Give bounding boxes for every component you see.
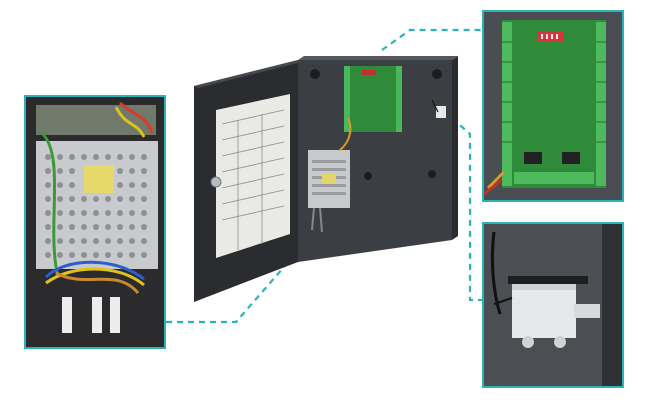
tamper-plunger: [574, 304, 600, 318]
cable-terminal: [62, 297, 72, 333]
mount-hole: [428, 170, 436, 178]
mount-hole: [364, 172, 372, 180]
connector-to-tamper: [451, 117, 484, 302]
cable-terminal: [92, 297, 102, 333]
connector-to-psu: [166, 243, 305, 324]
tamper-switch-body: [512, 284, 576, 338]
controller-board: [344, 66, 402, 132]
psu-perforated-cover: [36, 141, 158, 269]
cable-terminal: [110, 297, 120, 333]
tamper-switch: [436, 106, 446, 118]
door-lock-icon: [210, 176, 222, 188]
cabinet-body: [298, 60, 452, 262]
wiring-diagram-sheet: [216, 94, 290, 258]
inset-tamper-switch: [482, 222, 624, 388]
mount-hole: [310, 69, 320, 79]
inset-power-supply: [24, 95, 166, 349]
inset-controller-board: [482, 10, 624, 202]
connector-to-board: [381, 28, 484, 51]
pcb: [502, 20, 606, 188]
mount-hole: [432, 69, 442, 79]
